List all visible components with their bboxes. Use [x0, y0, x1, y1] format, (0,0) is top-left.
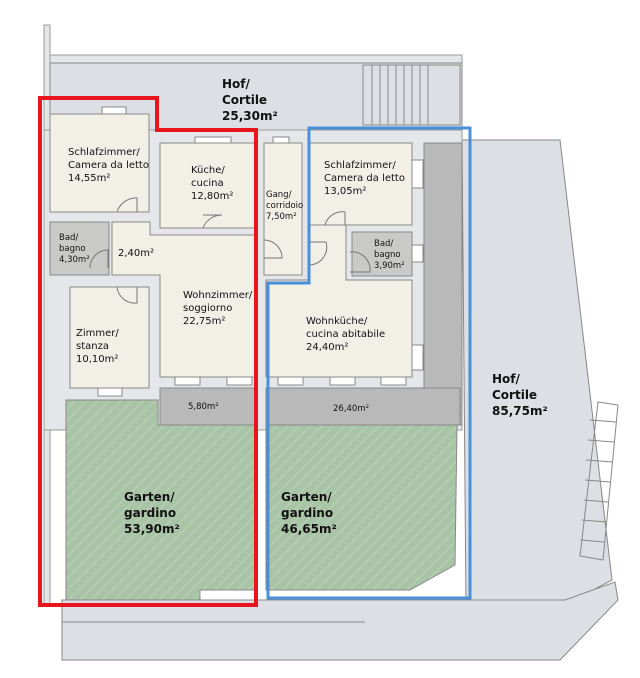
terrace-left-area: 5,80m² — [188, 402, 219, 412]
rooms — [49, 113, 413, 389]
windows — [97, 106, 424, 397]
terraces — [159, 142, 463, 426]
right-unit-outline — [266, 126, 472, 600]
doors — [89, 197, 371, 304]
left-unit-outline — [38, 96, 258, 607]
room-flur: 2,40m² — [118, 248, 155, 259]
stairs — [362, 64, 619, 561]
terrace-right-area: 26,40m² — [333, 404, 370, 414]
